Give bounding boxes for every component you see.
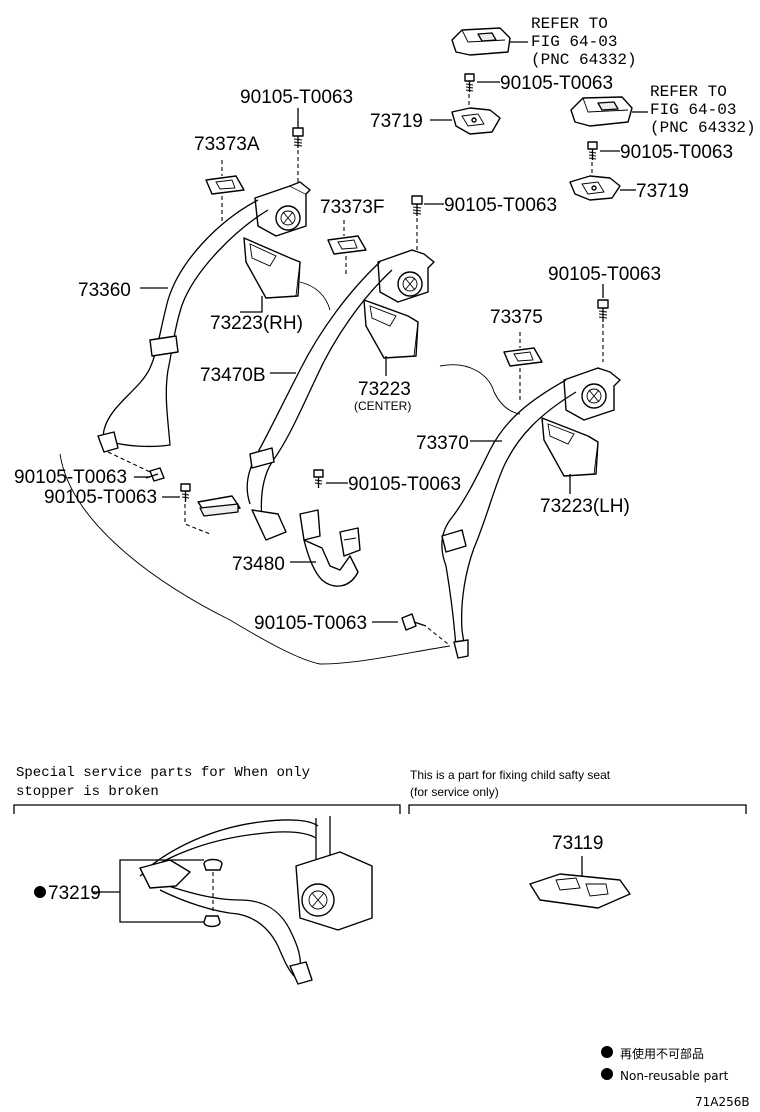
leader-73219 (92, 859, 204, 923)
left-panel-bracket (13, 804, 401, 814)
bolt-icon[interactable] (145, 467, 165, 482)
refer-a-line3: (PNC 64332) (531, 51, 637, 69)
dash-bolt-9 (427, 627, 449, 645)
cover-73223-lh-icon[interactable] (541, 417, 599, 477)
bolt-4-label: 90105-T0063 (14, 467, 127, 488)
belt-73370-icon[interactable] (441, 379, 577, 659)
right-panel-caption-2: (for service only) (410, 785, 499, 799)
part-73370-label: 73370 (416, 433, 469, 454)
bolt-icon[interactable] (597, 299, 609, 322)
bolt-1-label: 90105-T0063 (500, 73, 613, 94)
legend-dot-icon (601, 1068, 613, 1080)
right-panel-caption-1: This is a part for fixing child safty se… (410, 768, 611, 782)
refer-a-line2: FIG 64-03 (531, 33, 617, 51)
dash-73373f (343, 220, 347, 274)
part-73119-label: 73119 (552, 833, 603, 854)
bolt-icon[interactable] (587, 141, 598, 160)
bolt-2-label: 90105-T0063 (620, 142, 733, 163)
bolt-icon[interactable] (292, 127, 304, 148)
bracket-73719-b-icon[interactable] (569, 175, 621, 201)
cover-73375-icon[interactable] (503, 347, 543, 367)
belt-73470b-icon[interactable] (246, 261, 393, 541)
cover-a-icon[interactable] (451, 27, 511, 56)
leader-73223-rh (240, 296, 263, 313)
stopper-assembly-icon[interactable] (139, 816, 373, 985)
legend-line-1: 再使用不可部品 (620, 1046, 704, 1061)
bracket-73719-a-icon[interactable] (451, 107, 501, 135)
cover-73223-rh-icon[interactable] (243, 237, 301, 299)
part-73719-a-label: 73719 (370, 111, 423, 132)
link-rh-center (299, 281, 331, 311)
part-73373a-label: 73373A (194, 134, 260, 155)
refer-b-line1: REFER TO (650, 83, 727, 101)
cover-b-icon[interactable] (570, 96, 633, 127)
left-panel-caption-2: stopper is broken (16, 784, 159, 800)
part-73223-center-sub: (CENTER) (354, 399, 411, 413)
bolt-8-label: 90105-T0063 (548, 264, 661, 285)
retractor-center-icon[interactable] (377, 249, 435, 303)
bolt-icon[interactable] (313, 469, 324, 488)
part-73223-rh-label: 73223(RH) (210, 313, 303, 334)
part-73223-lh-label: 73223(LH) (540, 496, 630, 517)
legend-line-2: Non-reusable part (620, 1069, 729, 1083)
buckle-73480-icon[interactable] (299, 509, 361, 587)
floor-outline (59, 453, 451, 665)
bolt-icon[interactable] (411, 195, 423, 216)
part-73360-label: 73360 (78, 280, 131, 301)
bolt-icon[interactable] (464, 73, 475, 92)
part-73373f-label: 73373F (320, 197, 384, 218)
bolt-3-label: 90105-T0063 (240, 87, 353, 108)
retractor-lh-icon[interactable] (563, 367, 621, 421)
figure-id: 71A256B (695, 1095, 750, 1109)
left-panel-caption-1: Special service parts for When only (16, 765, 310, 781)
belt-73360-icon[interactable] (97, 199, 269, 453)
part-73219-label: 73219 (48, 883, 101, 904)
bolt-6-label: 90105-T0063 (444, 195, 557, 216)
link-center-lh (439, 364, 521, 415)
part-73470b-label: 73470B (200, 365, 266, 386)
refer-a-line1: REFER TO (531, 15, 608, 33)
part-73375-label: 73375 (490, 307, 543, 328)
non-reusable-dot-icon (34, 886, 46, 898)
refer-b-line3: (PNC 64332) (650, 119, 756, 137)
cover-73223-center-icon[interactable] (363, 299, 419, 359)
anchor-plate-icon[interactable] (197, 495, 241, 517)
bolt-9-label: 90105-T0063 (254, 613, 367, 634)
part-73223-center-label: 73223 (358, 379, 411, 400)
child-seat-anchor-73119-icon[interactable] (529, 873, 631, 909)
bolt-5-label: 90105-T0063 (44, 487, 157, 508)
part-73480-label: 73480 (232, 554, 285, 575)
dash-bolt-5 (184, 504, 211, 535)
part-73719-b-label: 73719 (636, 181, 689, 202)
dash-bolt-4 (107, 451, 151, 473)
bolt-icon[interactable] (401, 613, 427, 631)
bolt-7-label: 90105-T0063 (348, 474, 461, 495)
cover-73373f-icon[interactable] (327, 235, 367, 255)
legend-dot-icon (601, 1046, 613, 1058)
retractor-rh-icon[interactable] (254, 181, 311, 237)
bolt-icon[interactable] (180, 483, 191, 502)
right-panel-bracket (408, 804, 747, 814)
cover-73373a-icon[interactable] (205, 175, 245, 195)
refer-b-line2: FIG 64-03 (650, 101, 736, 119)
